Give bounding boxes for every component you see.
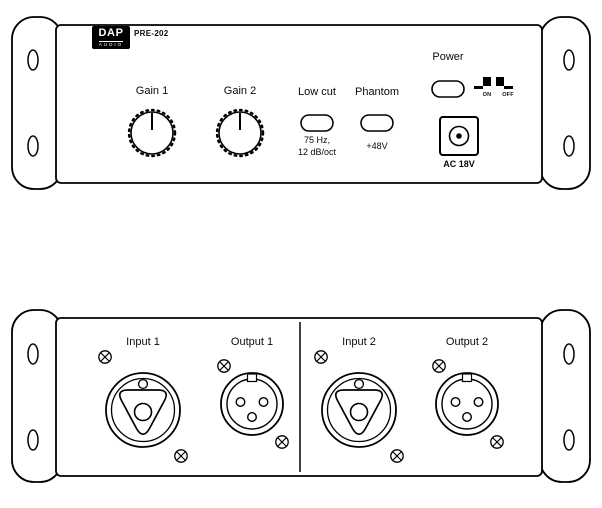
rear-rack-ear-right <box>539 309 591 483</box>
input1-label: Input 1 <box>126 336 160 348</box>
dap-audio-logo: DAP AUDIO <box>92 26 130 49</box>
phantom-label: Phantom <box>354 86 400 98</box>
input1-combo-connector[interactable] <box>105 372 181 448</box>
front-panel <box>11 16 591 190</box>
switch-off-label: OFF <box>502 92 514 98</box>
logo-text-dap: DAP <box>98 27 124 39</box>
rear-panel <box>11 309 591 483</box>
mounting-hole <box>563 429 575 451</box>
logo-text-audio: AUDIO <box>98 40 124 47</box>
mounting-hole <box>563 343 575 365</box>
screw-icon <box>314 350 328 364</box>
ac-input-label: AC 18V <box>443 159 475 169</box>
screw-icon <box>174 449 188 463</box>
screw-icon <box>390 449 404 463</box>
mounting-hole <box>27 49 39 71</box>
mounting-hole <box>563 49 575 71</box>
screw-icon <box>432 359 446 373</box>
rear-panel-body <box>55 317 543 477</box>
lowcut-detail-line2: 12 dB/oct <box>297 147 337 157</box>
power-switch-position-icon <box>474 77 513 89</box>
front-rack-ear-left <box>11 16 63 190</box>
screw-icon <box>98 350 112 364</box>
dc-power-jack <box>439 116 479 156</box>
screw-icon <box>217 359 231 373</box>
output2-label: Output 2 <box>445 336 489 348</box>
output1-xlr-connector[interactable] <box>220 372 284 436</box>
input2-label: Input 2 <box>342 336 376 348</box>
output1-label: Output 1 <box>230 336 274 348</box>
front-rack-ear-right <box>539 16 591 190</box>
front-panel-body <box>55 24 543 184</box>
power-label: Power <box>432 51 464 63</box>
power-button[interactable] <box>431 80 465 98</box>
mounting-hole <box>27 429 39 451</box>
mounting-hole <box>27 343 39 365</box>
output2-xlr-connector[interactable] <box>435 372 499 436</box>
model-label: PRE-202 <box>134 29 169 38</box>
phantom-button[interactable] <box>360 114 394 132</box>
lowcut-button[interactable] <box>300 114 334 132</box>
gain2-label: Gain 2 <box>223 85 257 97</box>
phantom-detail: +48V <box>366 141 388 151</box>
screw-icon <box>275 435 289 449</box>
mounting-hole <box>27 135 39 157</box>
lowcut-detail-line1: 75 Hz, <box>303 135 331 145</box>
rear-rack-ear-left <box>11 309 63 483</box>
mounting-hole <box>563 135 575 157</box>
screw-icon <box>490 435 504 449</box>
lowcut-label: Low cut <box>298 86 336 98</box>
input2-combo-connector[interactable] <box>321 372 397 448</box>
switch-on-label: ON <box>482 92 492 98</box>
gain1-label: Gain 1 <box>135 85 169 97</box>
